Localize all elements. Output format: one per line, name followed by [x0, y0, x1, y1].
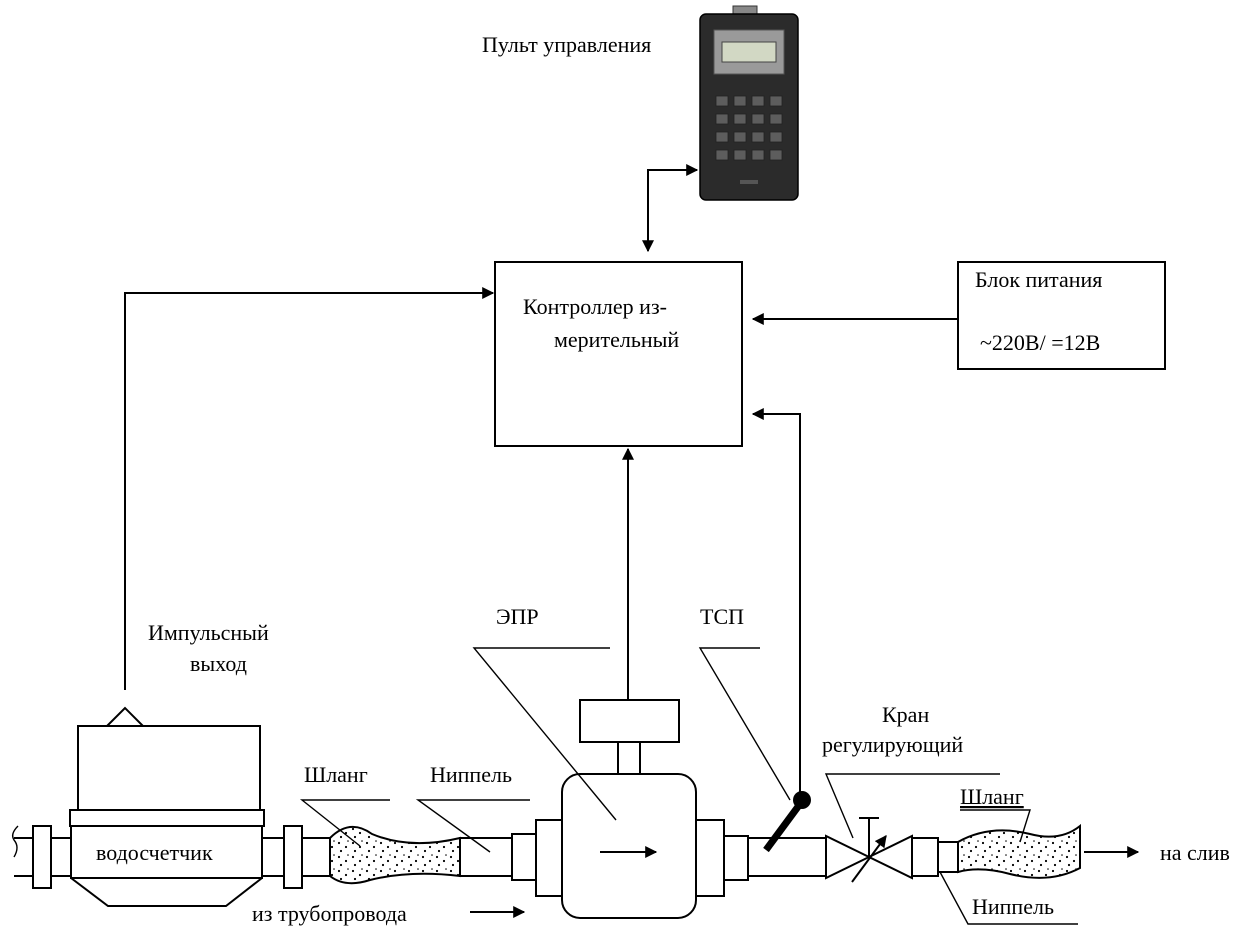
pipe-segment — [911, 837, 939, 877]
flange — [32, 825, 52, 889]
epr-electronics-head — [579, 699, 680, 743]
valve-leader-line — [824, 773, 1000, 839]
pulse-label-line1: Импульсный — [148, 620, 269, 645]
nipple-left — [459, 837, 513, 877]
hose-left — [329, 826, 461, 885]
pipe-segment — [50, 837, 72, 877]
power-label-line2: ~220В/ =12В — [980, 330, 1100, 355]
pipe-segment — [723, 835, 749, 881]
hose-left-label: Шланг — [304, 762, 368, 787]
controller-box — [494, 261, 743, 447]
meter-label: водосчетчик — [96, 840, 213, 865]
nipple-left-label: Ниппель — [430, 762, 512, 787]
epr-label: ЭПР — [496, 604, 539, 629]
pipe-segment — [261, 837, 285, 877]
hose-left-leader-line — [299, 799, 390, 847]
controller-label-line2: мерительный — [554, 327, 679, 352]
meter-body — [70, 825, 263, 879]
epr-body — [561, 773, 697, 919]
controller-label-line1: Контроллер из- — [523, 294, 667, 319]
valve-label-line1: Кран — [882, 702, 929, 727]
temperature-sensor — [763, 791, 811, 853]
electromagnetic-flowmeter — [561, 699, 697, 919]
nipple-right-label: Ниппель — [972, 894, 1054, 919]
regulating-valve — [825, 817, 913, 883]
nipple-left-leader-line — [415, 799, 530, 853]
power-label-line1: Блок питания — [975, 267, 1102, 292]
inlet-label: из трубопровода — [252, 901, 407, 926]
remote-keypad — [715, 95, 783, 161]
pulse-output-link — [124, 287, 495, 690]
epr-leader-line — [472, 647, 617, 821]
nipple-right-leader-line — [939, 871, 1078, 925]
valve-label-line2: регулирующий — [822, 732, 963, 757]
tsp-label: ТСП — [700, 604, 744, 629]
meter-base — [70, 877, 263, 907]
tsp-leader-line — [698, 647, 791, 801]
epr-neck — [617, 741, 641, 775]
pipe-segment — [511, 833, 537, 881]
valve-adjust-arrow — [851, 835, 887, 883]
pulse-output-connector — [104, 706, 146, 727]
power-supply-box — [957, 261, 1166, 370]
flange — [695, 819, 725, 897]
meter-head — [77, 725, 261, 811]
pipe-segment — [747, 837, 827, 877]
remote-label: Пульт управления — [482, 32, 651, 57]
meter-collar — [69, 809, 265, 827]
tsp-signal-link — [751, 408, 801, 796]
pipe-break-symbol — [11, 825, 19, 858]
flange — [535, 819, 563, 897]
hose-right-label: Шланг — [960, 784, 1024, 809]
nipple-right — [937, 841, 959, 873]
hose-right-leader-line — [960, 809, 1031, 843]
flange — [283, 825, 303, 889]
remote-controller-link — [642, 164, 699, 253]
water-meter — [69, 706, 265, 907]
remote-display — [721, 41, 777, 63]
outlet-label: на слив — [1160, 840, 1230, 865]
pulse-label-line2: выход — [190, 651, 247, 676]
pipe-segment — [301, 837, 331, 877]
hose-right — [957, 823, 1081, 879]
remote-control-device — [699, 5, 799, 201]
